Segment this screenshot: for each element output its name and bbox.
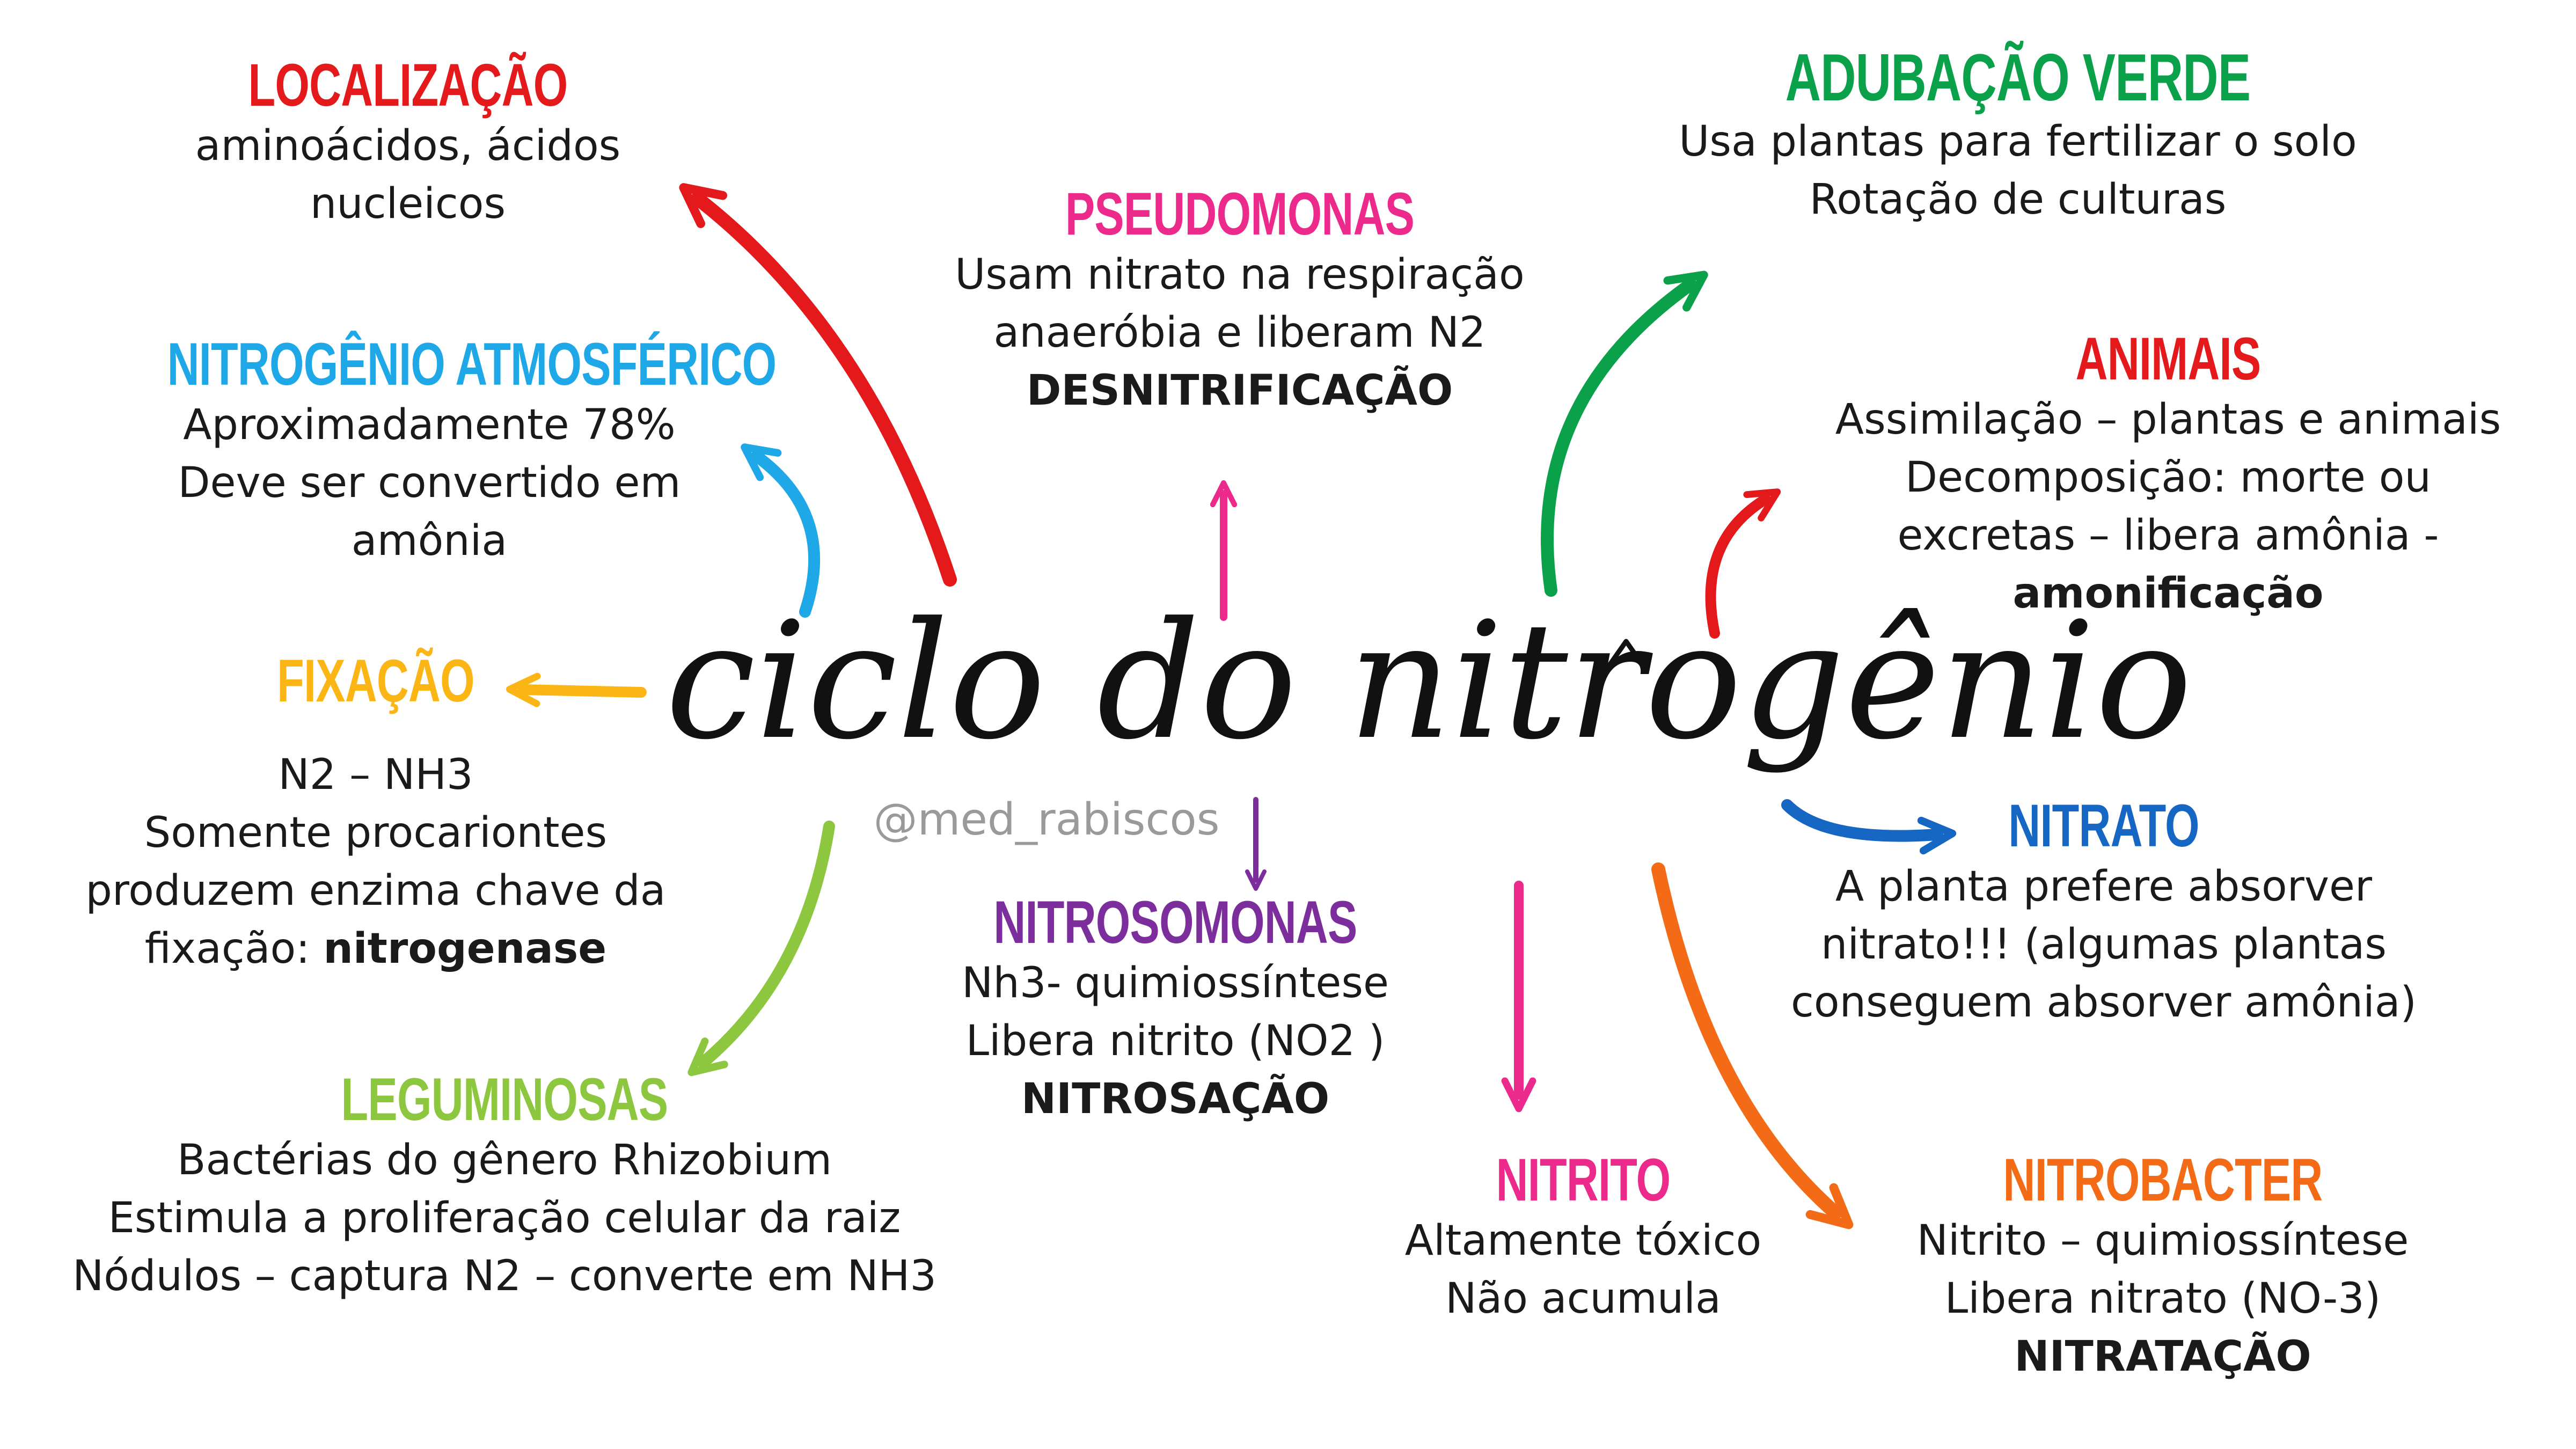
title-animais: ANIMAIS bbox=[2075, 325, 2261, 392]
title-leguminosas: LEGUMINOSAS bbox=[341, 1066, 669, 1133]
line: Decomposição: morte ou bbox=[1905, 453, 2431, 502]
line: Nódulos – captura N2 – converte em NH3 bbox=[72, 1252, 937, 1300]
title-nitrosomonas: NITROSOMONAS bbox=[993, 889, 1357, 956]
line-prefix: fixação: bbox=[144, 925, 324, 973]
node-adubacao-verde: ADUBAÇÃO VERDE Usa plantas para fertiliz… bbox=[1621, 43, 2415, 229]
keyword-nitrogenase: nitrogenase bbox=[323, 925, 607, 973]
title-nitrobacter: NITROBACTER bbox=[2003, 1146, 2323, 1213]
line: Libera nitrito (NO2 ) bbox=[965, 1016, 1385, 1065]
line: excretas – libera amônia - bbox=[1897, 511, 2439, 560]
node-nitrosomonas: NITROSOMONAS Nh3- quimiossíntese Libera … bbox=[859, 891, 1492, 1128]
line: Libera nitrato (NO-3) bbox=[1944, 1274, 2381, 1323]
node-nitrato: NITRATO A planta prefere absorver nitrat… bbox=[1728, 794, 2479, 1031]
title-localizacao: LOCALIZAÇÃO bbox=[248, 52, 568, 119]
line: Não acumula bbox=[1445, 1274, 1721, 1323]
line: Deve ser convertido em bbox=[178, 458, 681, 507]
line: Rotação de culturas bbox=[1809, 175, 2227, 224]
node-fixacao-body: N2 – NH3 Somente procariontes produzem e… bbox=[21, 746, 730, 978]
formula: N2 – NH3 bbox=[278, 751, 473, 799]
node-animais: ANIMAIS Assimilação – plantas e animais … bbox=[1782, 327, 2555, 623]
line: aminoácidos, ácidos bbox=[195, 121, 621, 170]
node-leguminosas: LEGUMINOSAS Bactérias do gênero Rhizobiu… bbox=[11, 1068, 998, 1305]
keyword-nitrosacao: NITROSAÇÃO bbox=[1021, 1074, 1330, 1123]
arrow-to-localizacao bbox=[679, 183, 957, 587]
line: A planta prefere absorver bbox=[1835, 862, 2373, 911]
arrow-to-fixacao bbox=[506, 672, 647, 707]
line: Estimula a proliferação celular da raiz bbox=[108, 1194, 901, 1242]
watermark: @med_rabiscos bbox=[873, 794, 1220, 845]
line: conseguem absorver amônia) bbox=[1791, 978, 2417, 1027]
line: anaeróbia e liberam N2 bbox=[993, 308, 1486, 357]
line: Altamente tóxico bbox=[1404, 1216, 1762, 1265]
arrow-to-nitrogenio-atmosferico bbox=[741, 443, 821, 618]
line: Usa plantas para fertilizar o solo bbox=[1679, 118, 2357, 166]
circumflex-accent bbox=[1605, 639, 1648, 671]
keyword-amonificacao: amonificação bbox=[2012, 569, 2324, 618]
arrow-to-animais bbox=[1705, 488, 1781, 639]
line: fixação: nitrogenase bbox=[21, 920, 730, 978]
node-nitrito: NITRITO Altamente tóxico Não acumula bbox=[1331, 1148, 1835, 1328]
node-localizacao: LOCALIZAÇÃO aminoácidos, ácidos nucleico… bbox=[118, 54, 698, 233]
line: Somente procariontes bbox=[144, 809, 608, 857]
keyword-nitratacao: NITRATAÇÃO bbox=[2014, 1332, 2311, 1381]
node-nitrogenio-atmosferico: NITROGÊNIO ATMOSFÉRICO Aproximadamente 7… bbox=[75, 333, 784, 570]
arrow-to-leguminosas bbox=[687, 821, 835, 1077]
line: Bactérias do gênero Rhizobium bbox=[177, 1136, 832, 1184]
title-nitrito: NITRITO bbox=[1496, 1146, 1671, 1213]
line: amônia bbox=[351, 516, 508, 565]
center-title: ciclo do nitrogênio bbox=[665, 588, 2193, 775]
title-adubacao-verde: ADUBAÇÃO VERDE bbox=[1785, 41, 2251, 115]
node-fixacao: FIXAÇÃO bbox=[21, 649, 730, 713]
node-pseudomonas: PSEUDOMONAS Usam nitrato na respiração a… bbox=[891, 182, 1589, 420]
keyword-desnitrificacao: DESNITRIFICAÇÃO bbox=[1026, 366, 1453, 415]
title-pseudomonas: PSEUDOMONAS bbox=[1065, 180, 1415, 247]
arrow-to-nitrato bbox=[1781, 799, 1957, 855]
line: Aproximadamente 78% bbox=[183, 400, 676, 449]
title-nitrogenio-atmosferico: NITROGÊNIO ATMOSFÉRICO bbox=[167, 331, 777, 398]
line: Nh3- quimiossíntese bbox=[962, 958, 1389, 1007]
title-fixacao: FIXAÇÃO bbox=[277, 647, 475, 714]
line: produzem enzima chave da bbox=[85, 867, 666, 915]
line: Usam nitrato na respiração bbox=[955, 250, 1525, 299]
arrow-to-nitrobacter bbox=[1651, 862, 1854, 1230]
line: Assimilação – plantas e animais bbox=[1835, 395, 2501, 444]
line: nitrato!!! (algumas plantas bbox=[1821, 920, 2387, 969]
line: Nitrito – quimiossíntese bbox=[1916, 1216, 2409, 1265]
title-nitrato: NITRATO bbox=[2008, 792, 2199, 859]
arrow-to-adubacao-verde bbox=[1541, 270, 1708, 597]
line: nucleicos bbox=[310, 179, 506, 228]
node-nitrobacter: NITROBACTER Nitrito – quimiossíntese Lib… bbox=[1868, 1148, 2458, 1386]
